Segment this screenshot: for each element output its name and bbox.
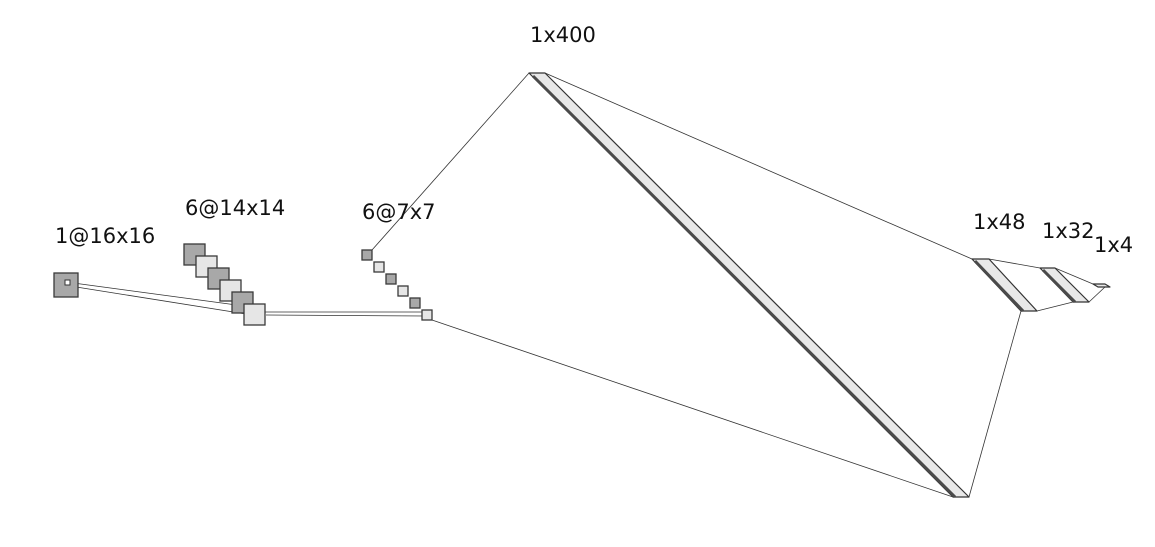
dense3-layer-label: 1x32 — [1042, 219, 1095, 243]
layer-conv1 — [183, 243, 266, 326]
dense3-to-output-line-top — [1054, 267, 1094, 285]
conv1-feature-map-6 — [243, 303, 266, 326]
pool1-feature-map-6 — [421, 309, 433, 321]
layer-dense2 — [971, 258, 1038, 313]
layer-dense3 — [1039, 267, 1090, 304]
dense2-to-dense3-line-top — [988, 258, 1041, 269]
layer-output — [1092, 283, 1111, 288]
layer-input — [53, 272, 79, 298]
dense2-vector-edge — [973, 259, 1025, 313]
conv1-to-pool1-line-bottom — [265, 314, 427, 317]
dense1-to-dense2-line-bottom — [968, 310, 1022, 498]
pool1-feature-map-4 — [397, 285, 409, 297]
input-receptive-field — [64, 279, 71, 286]
output-layer-label: 1x4 — [1094, 233, 1133, 257]
connections — [65, 72, 1106, 498]
layer-labels: 1@16x16 6@14x14 6@7x7 1x400 1x48 1x32 1x… — [55, 23, 1133, 257]
pool1-to-dense1-line-bottom — [431, 319, 954, 498]
dense3-vector-edge — [1041, 268, 1077, 304]
dense1-layer-label: 1x400 — [530, 23, 596, 47]
dense1-to-dense2-line-top — [544, 72, 973, 260]
layer-pool1 — [361, 249, 433, 321]
conv1-layer-label: 6@14x14 — [185, 196, 285, 220]
input-to-conv1-line-bottom — [69, 285, 247, 315]
dense2-layer-label: 1x48 — [973, 210, 1026, 234]
pool1-feature-map-2 — [373, 261, 385, 273]
pool1-layer-label: 6@7x7 — [362, 200, 436, 224]
pool1-to-dense1-line-top — [371, 72, 530, 251]
input-to-conv1-line-top — [65, 281, 245, 307]
output-vector — [1092, 283, 1111, 288]
dense3-to-output-line-bottom — [1088, 286, 1106, 303]
layer-dense1 — [528, 72, 970, 499]
input-layer-label: 1@16x16 — [55, 224, 155, 248]
pool1-feature-map-3 — [385, 273, 397, 285]
dense1-vector-edge — [531, 74, 957, 499]
pool1-feature-map-1 — [361, 249, 373, 261]
pool1-feature-map-5 — [409, 297, 421, 309]
dense2-to-dense3-line-bottom — [1036, 301, 1074, 312]
